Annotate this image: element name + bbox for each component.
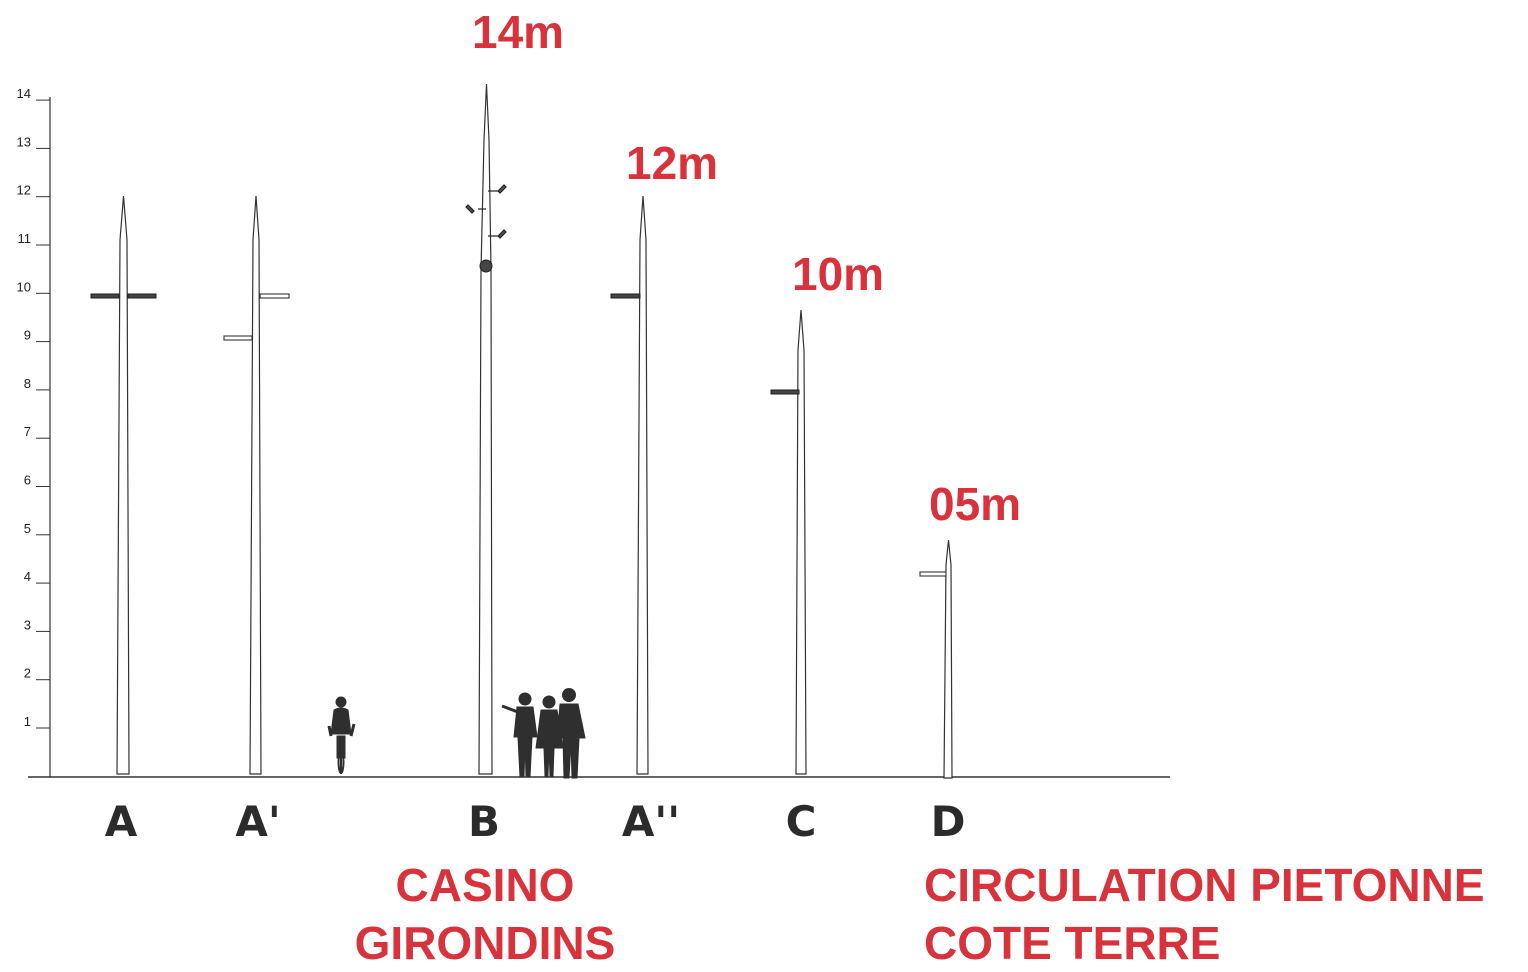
height-label-c: 10m bbox=[792, 248, 884, 300]
caption-casino-line-2: GIRONDINS bbox=[354, 917, 616, 969]
pole-a-prime-shaft bbox=[249, 195, 262, 775]
caption-pedestrian-line-1: CIRCULATION PIETONNE bbox=[924, 859, 1485, 911]
pole-letter-a-prime: A' bbox=[235, 797, 280, 846]
scale-tick-label: 12 bbox=[17, 183, 31, 198]
pole-a-luminaire-right bbox=[127, 293, 157, 299]
pole-d-shaft bbox=[943, 539, 953, 779]
pole-b-shaft bbox=[478, 83, 493, 775]
scale-tick-label: 14 bbox=[17, 86, 31, 101]
pole-b-collar bbox=[479, 259, 493, 273]
caption-casino-line-1: CASINO bbox=[395, 859, 575, 911]
pole-a bbox=[90, 195, 157, 775]
scale-tick-label: 7 bbox=[24, 424, 31, 439]
pole-a-double-prime-luminaire bbox=[610, 293, 641, 299]
scale-tick-label: 4 bbox=[24, 569, 31, 584]
scale-tick-label: 8 bbox=[24, 376, 31, 391]
pole-letter-b: B bbox=[468, 797, 500, 846]
height-label-b: 14m bbox=[472, 6, 564, 58]
people-silhouette bbox=[501, 688, 586, 779]
caption-pedestrian-line-2: COTE TERRE bbox=[924, 917, 1221, 969]
scale-tick-label: 5 bbox=[24, 521, 31, 536]
height-label-a-double-prime: 12m bbox=[626, 137, 718, 189]
scale-tick-label: 6 bbox=[24, 473, 31, 488]
pole-c-shaft bbox=[795, 309, 807, 775]
scale-tick-label: 1 bbox=[24, 714, 31, 729]
scale-tick-label: 3 bbox=[24, 617, 31, 632]
pole-c-luminaire bbox=[770, 389, 800, 395]
pole-letter-a-double-prime: A'' bbox=[622, 797, 680, 846]
pole-c bbox=[770, 309, 807, 775]
scale-tick-label: 10 bbox=[17, 279, 31, 294]
pole-b bbox=[465, 83, 507, 775]
pole-letter-a: A bbox=[105, 797, 138, 846]
pole-a-shaft bbox=[116, 195, 130, 775]
pole-a-prime-luminaire-high bbox=[259, 293, 290, 299]
scale-tick-label: 9 bbox=[24, 328, 31, 343]
caption-pedestrian-circulation: CIRCULATION PIETONNE COTE TERRE bbox=[924, 856, 1485, 972]
height-label-d: 05m bbox=[929, 478, 1021, 530]
pole-d-luminaire bbox=[919, 571, 947, 577]
pole-letter-c: C bbox=[786, 797, 817, 846]
pole-d bbox=[919, 539, 953, 779]
pole-a-prime bbox=[223, 195, 290, 775]
caption-casino-girondins: CASINO GIRONDINS bbox=[340, 856, 630, 972]
pole-letter-d: D bbox=[931, 797, 966, 846]
scale-tick-label: 2 bbox=[24, 666, 31, 681]
pole-b-spotlights bbox=[465, 184, 507, 239]
cyclist-silhouette bbox=[327, 696, 356, 774]
pole-a-luminaire-left bbox=[90, 293, 120, 299]
pole-a-double-prime-shaft bbox=[636, 195, 649, 775]
pole-a-prime-luminaire-low bbox=[223, 335, 253, 341]
pole-a-double-prime bbox=[610, 195, 649, 775]
scale-tick-label: 13 bbox=[17, 134, 31, 149]
scale-tick-label: 11 bbox=[18, 231, 32, 246]
